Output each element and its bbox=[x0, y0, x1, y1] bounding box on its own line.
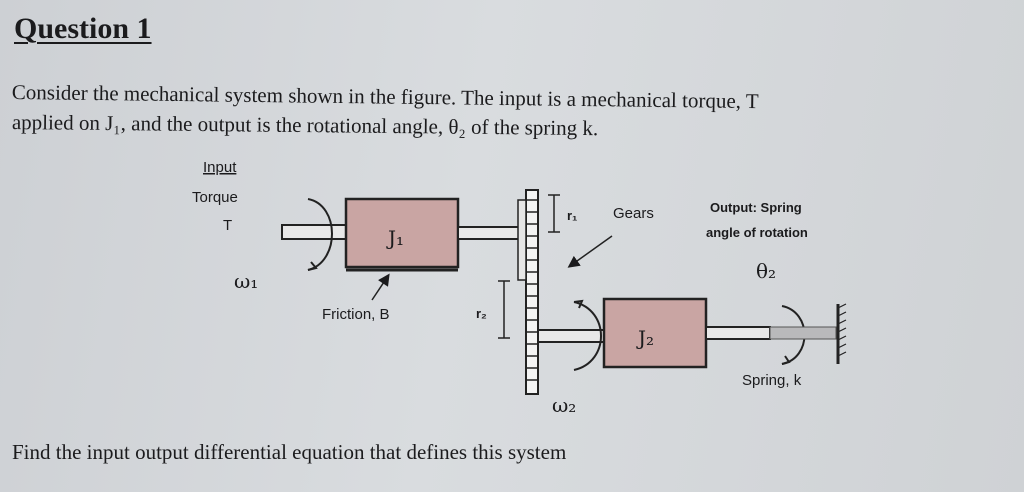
gear-1 bbox=[525, 189, 539, 395]
spring-label: Spring, k bbox=[742, 372, 802, 389]
inertia-j2 bbox=[602, 297, 708, 369]
output-label-line-1: Output: Spring bbox=[710, 200, 802, 215]
input-label: Input bbox=[203, 159, 237, 176]
shaft-1 bbox=[457, 226, 527, 240]
shaft-2 bbox=[537, 329, 605, 343]
input-shaft bbox=[281, 224, 347, 240]
omega1-label: ω₁ bbox=[234, 269, 258, 293]
theta2-label: θ₂ bbox=[756, 259, 776, 283]
omega2-label: ω₂ bbox=[552, 393, 576, 417]
shaft-3 bbox=[705, 326, 771, 340]
j1-label: J₁ bbox=[386, 226, 404, 250]
inertia-j1 bbox=[344, 197, 460, 269]
friction-arrow bbox=[371, 273, 390, 301]
gears-label: Gears bbox=[613, 205, 654, 222]
gear-teeth bbox=[526, 199, 538, 381]
j2-label: J₂ bbox=[636, 326, 654, 350]
r1-label: r₁ bbox=[567, 208, 577, 223]
torque-label: Torque bbox=[192, 189, 238, 206]
torque-arrowhead bbox=[307, 261, 318, 271]
spring-k bbox=[769, 326, 837, 340]
question-title: Question 1 bbox=[14, 12, 152, 45]
output-label-line-2: angle of rotation bbox=[706, 225, 808, 240]
friction-label: Friction, B bbox=[322, 306, 390, 323]
torque-symbol: T bbox=[223, 217, 232, 234]
r2-label: r₂ bbox=[476, 306, 487, 321]
gears-arrow bbox=[567, 235, 613, 268]
gear-1-hub bbox=[517, 199, 527, 281]
torque-arc bbox=[307, 198, 333, 271]
question-footer: Find the input output differential equat… bbox=[12, 440, 567, 464]
omega2-arc bbox=[573, 301, 602, 371]
